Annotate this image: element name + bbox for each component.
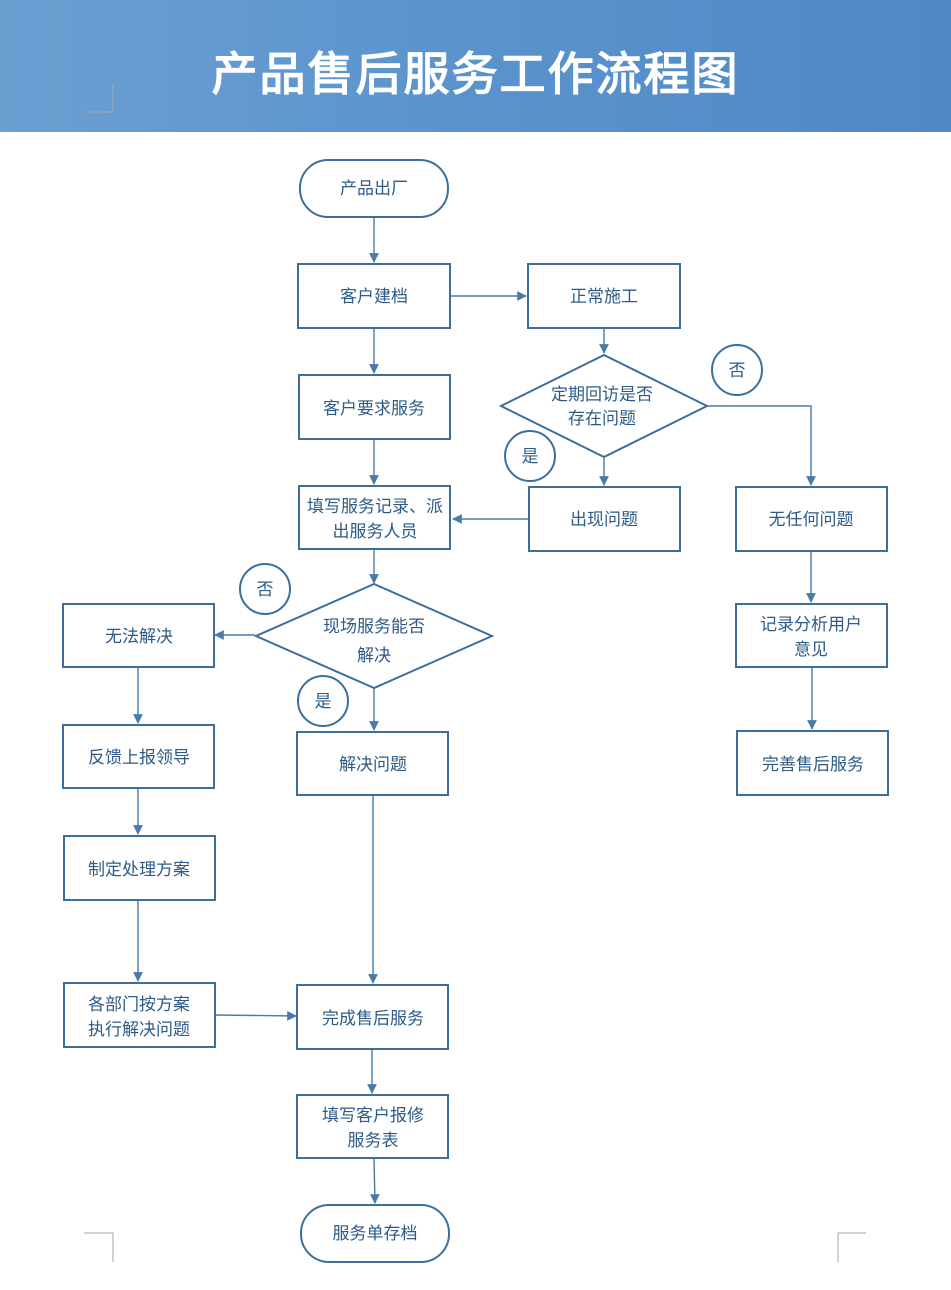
node-normal-label: 正常施工 xyxy=(570,287,638,307)
node-visit-label-1: 定期回访是否 xyxy=(551,385,653,405)
node-fill-label-1: 填写服务记录、派 xyxy=(307,497,443,517)
edge-execute-complete xyxy=(214,1010,297,1021)
node-report: 反馈上报领导 xyxy=(62,724,215,789)
node-record-opinion: 记录分析用户 意见 xyxy=(735,603,888,668)
edge-form-end xyxy=(369,1158,380,1204)
node-archive: 客户建档 xyxy=(297,263,451,329)
corner-mark xyxy=(84,1232,114,1262)
corner-mark xyxy=(837,1232,866,1262)
node-complete: 完成售后服务 xyxy=(296,984,449,1050)
node-plan: 制定处理方案 xyxy=(63,835,216,901)
page-title: 产品售后服务工作流程图 xyxy=(211,47,740,101)
node-archive-label: 客户建档 xyxy=(340,287,408,307)
node-form-label-2: 服务表 xyxy=(348,1131,399,1151)
label-yes-onsite-text: 是 xyxy=(315,692,332,712)
edge-visit-noproblem xyxy=(707,405,816,486)
node-visit-decision: 定期回访是否 存在问题 xyxy=(498,353,710,459)
connectors xyxy=(133,218,817,1204)
node-complete-label: 完成售后服务 xyxy=(322,1009,424,1029)
node-record-label-1: 记录分析用户 xyxy=(760,615,862,635)
node-record-label-2: 意见 xyxy=(794,640,828,660)
node-end: 服务单存档 xyxy=(300,1204,450,1263)
node-end-label: 服务单存档 xyxy=(333,1224,418,1244)
node-request-label: 客户要求服务 xyxy=(323,399,425,419)
node-onsite-label-2: 解决 xyxy=(357,646,391,666)
node-request: 客户要求服务 xyxy=(298,374,451,440)
node-normal: 正常施工 xyxy=(527,263,681,329)
node-onsite-label-1: 现场服务能否 xyxy=(323,617,425,637)
node-problem-label: 出现问题 xyxy=(570,510,638,530)
node-start-label: 产品出厂 xyxy=(340,179,408,199)
label-no-visit: 否 xyxy=(711,344,763,396)
label-yes-visit: 是 xyxy=(504,430,556,482)
node-noproblem-label: 无任何问题 xyxy=(769,510,854,530)
label-no-visit-text: 否 xyxy=(729,361,746,381)
node-plan-label: 制定处理方案 xyxy=(88,860,190,880)
node-cannot: 无法解决 xyxy=(62,603,215,668)
node-no-problem: 无任何问题 xyxy=(735,486,888,552)
node-onsite-decision: 现场服务能否 解决 xyxy=(253,582,495,690)
corner-mark xyxy=(84,84,114,113)
node-execute-label-1: 各部门按方案 xyxy=(88,995,190,1015)
node-fill-label-2: 出服务人员 xyxy=(333,522,418,542)
node-cannot-label: 无法解决 xyxy=(105,627,173,647)
node-execute: 各部门按方案 执行解决问题 xyxy=(63,982,216,1048)
label-no-onsite-text: 否 xyxy=(257,580,274,600)
label-yes-visit-text: 是 xyxy=(522,447,539,467)
node-start: 产品出厂 xyxy=(299,159,449,218)
node-form-label-1: 填写客户报修 xyxy=(322,1106,424,1126)
node-improve: 完善售后服务 xyxy=(736,730,889,796)
node-repair-form: 填写客户报修 服务表 xyxy=(296,1094,449,1159)
node-solve: 解决问题 xyxy=(296,731,449,796)
header-banner: 产品售后服务工作流程图 xyxy=(0,0,951,132)
node-improve-label: 完善售后服务 xyxy=(762,755,864,775)
node-problem: 出现问题 xyxy=(528,486,681,552)
node-fill-record: 填写服务记录、派 出服务人员 xyxy=(298,485,451,550)
label-no-onsite: 否 xyxy=(239,563,291,615)
node-solve-label: 解决问题 xyxy=(339,755,407,775)
label-yes-onsite: 是 xyxy=(297,675,349,727)
node-report-label: 反馈上报领导 xyxy=(88,748,190,768)
node-execute-label-2: 执行解决问题 xyxy=(88,1020,190,1040)
node-visit-label-2: 存在问题 xyxy=(568,409,636,429)
